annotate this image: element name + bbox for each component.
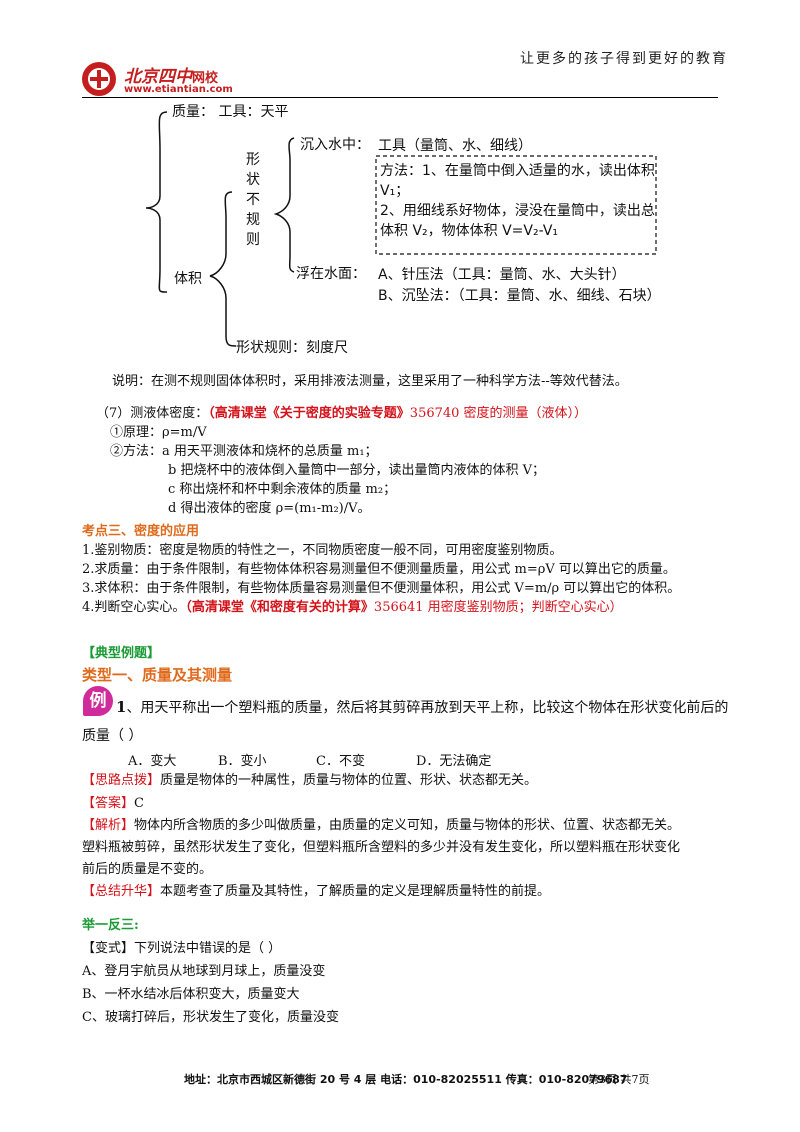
method-1b: V₁； [380, 183, 410, 199]
sink-tool: 工具（量筒、水、细线） [378, 138, 532, 154]
footer-address: 地址：北京市西城区新德街 20 号 4 层 电话：010-82025511 传真… [184, 1073, 628, 1086]
float-method-b: B、沉坠法：（工具：量筒、水、细线、石块） [378, 288, 661, 304]
option-a: A．变大 [128, 754, 177, 769]
float-label: 浮在水面： [296, 266, 366, 282]
option-b: B．变小 [218, 754, 267, 769]
school-logo-icon [82, 62, 116, 96]
key-point-3-item-3: 3.求体积：由于条件限制，有些物体质量容易测量但不便测量体积，用公式 V=m/ρ… [82, 581, 681, 596]
float-method-a: A、针压法（工具：量筒、水、大头针） [378, 267, 626, 283]
analysis-line-3: 前后的质量是不变的。 [82, 862, 213, 877]
principle: ①原理：ρ=m/V [110, 425, 207, 440]
example-badge: 例 [83, 686, 113, 716]
section-7-link[interactable]: （高清课堂《关于密度的实验专题》 [208, 406, 410, 421]
section-7-heading: （7）测液体密度：（高清课堂《关于密度的实验专题》356740 密度的测量（液体… [96, 406, 588, 421]
footer-page-number: 第3页 共7页 [588, 1073, 650, 1086]
variant-question: 【变式】下列说法中错误的是（ ） [82, 941, 282, 956]
option-c: C．不变 [316, 754, 365, 769]
variant-option-c: C、玻璃打碎后，形状发生了变化，质量没变 [82, 1010, 339, 1025]
method-b: b 把烧杯中的液体倒入量筒中一部分，读出量筒内液体的体积 V； [168, 463, 545, 478]
examples-title: 【典型例题】 [82, 646, 161, 661]
variant-option-b: B、一杯水结冰后体积变大，质量变大 [82, 987, 300, 1002]
mass-tool-line: 质量： 工具：天平 [172, 104, 289, 120]
logo-url: www.etiantian.com [124, 84, 233, 95]
header-rule [82, 97, 718, 98]
regular-shape-line: 形状规则：刻度尺 [236, 340, 348, 356]
type-1-title: 类型一、质量及其测量 [82, 666, 233, 684]
method-2b: 体积 V₂，物体体积 V=V₂-V₁ [380, 223, 559, 239]
logo-name: 北京四中网校 [124, 67, 219, 87]
method-c: c 称出烧杯和杯中剩余液体的质量 m₂； [168, 482, 397, 497]
method-a: ②方法：a 用天平测液体和烧杯的总质量 m₁； [110, 444, 378, 459]
method-1a: 方法：1、在量筒中倒入适量的水，读出体积 [380, 163, 655, 179]
answer: 【答案】C [82, 796, 144, 811]
volume-label: 体积 [174, 271, 202, 287]
hint: 【思路点拨】质量是物体的一种属性，质量与物体的位置、形状、状态都无关。 [82, 773, 538, 788]
key-point-3-title: 考点三、密度的应用 [82, 524, 200, 539]
analysis-line-1: 【解析】物体内所含物质的多少叫做质量，由质量的定义可知，质量与物体的形状、位置、… [82, 818, 681, 833]
method-2a: 2、用细线系好物体，浸没在量筒中，读出总 [380, 203, 655, 219]
key-point-3-item-4: 4.判断空心实心。（高清课堂《和密度有关的计算》356641 用密度鉴别物质；判… [82, 600, 623, 615]
irregular-shape-label: 形 状 不 规 则 [246, 152, 260, 248]
slogan: 让更多的孩子得到更好的教育 [520, 51, 728, 67]
key-point-3-item-2: 2.求质量：由于条件限制，有些物体体积容易测量但不便测量质量，用公式 m=ρV … [82, 562, 676, 577]
key-point-3-item-1: 1.鉴别物质：密度是物质的特性之一，不同物质密度一般不同，可用密度鉴别物质。 [82, 543, 563, 558]
question-1-line-1: 1、用天平称出一个塑料瓶的质量，然后将其剪碎再放到天平上称，比较这个物体在形状变… [116, 698, 729, 716]
note: 说明：在测不规则固体体积时，采用排液法测量，这里采用了一种科学方法--等效代替法… [112, 374, 628, 389]
method-d: d 得出液体的密度 ρ=(m₁-m₂)/V。 [168, 501, 371, 516]
sink-label: 沉入水中： [300, 137, 370, 153]
key-point-3-link[interactable]: （高清课堂《和密度有关的计算》 [185, 600, 374, 615]
analysis-line-2: 塑料瓶被剪碎，虽然形状发生了变化，但塑料瓶所含塑料的多少并没有发生变化，所以塑料… [82, 840, 681, 855]
question-1-line-2: 质量（ ） [82, 728, 143, 744]
practice-title: 举一反三: [82, 918, 139, 933]
variant-option-a: A、登月宇航员从地球到月球上，质量没变 [82, 964, 326, 979]
diagram-lines [145, 111, 657, 347]
summary: 【总结升华】本题考查了质量及其特性，了解质量的定义是理解质量特性的前提。 [82, 884, 551, 899]
option-d: D．无法确定 [416, 754, 492, 769]
